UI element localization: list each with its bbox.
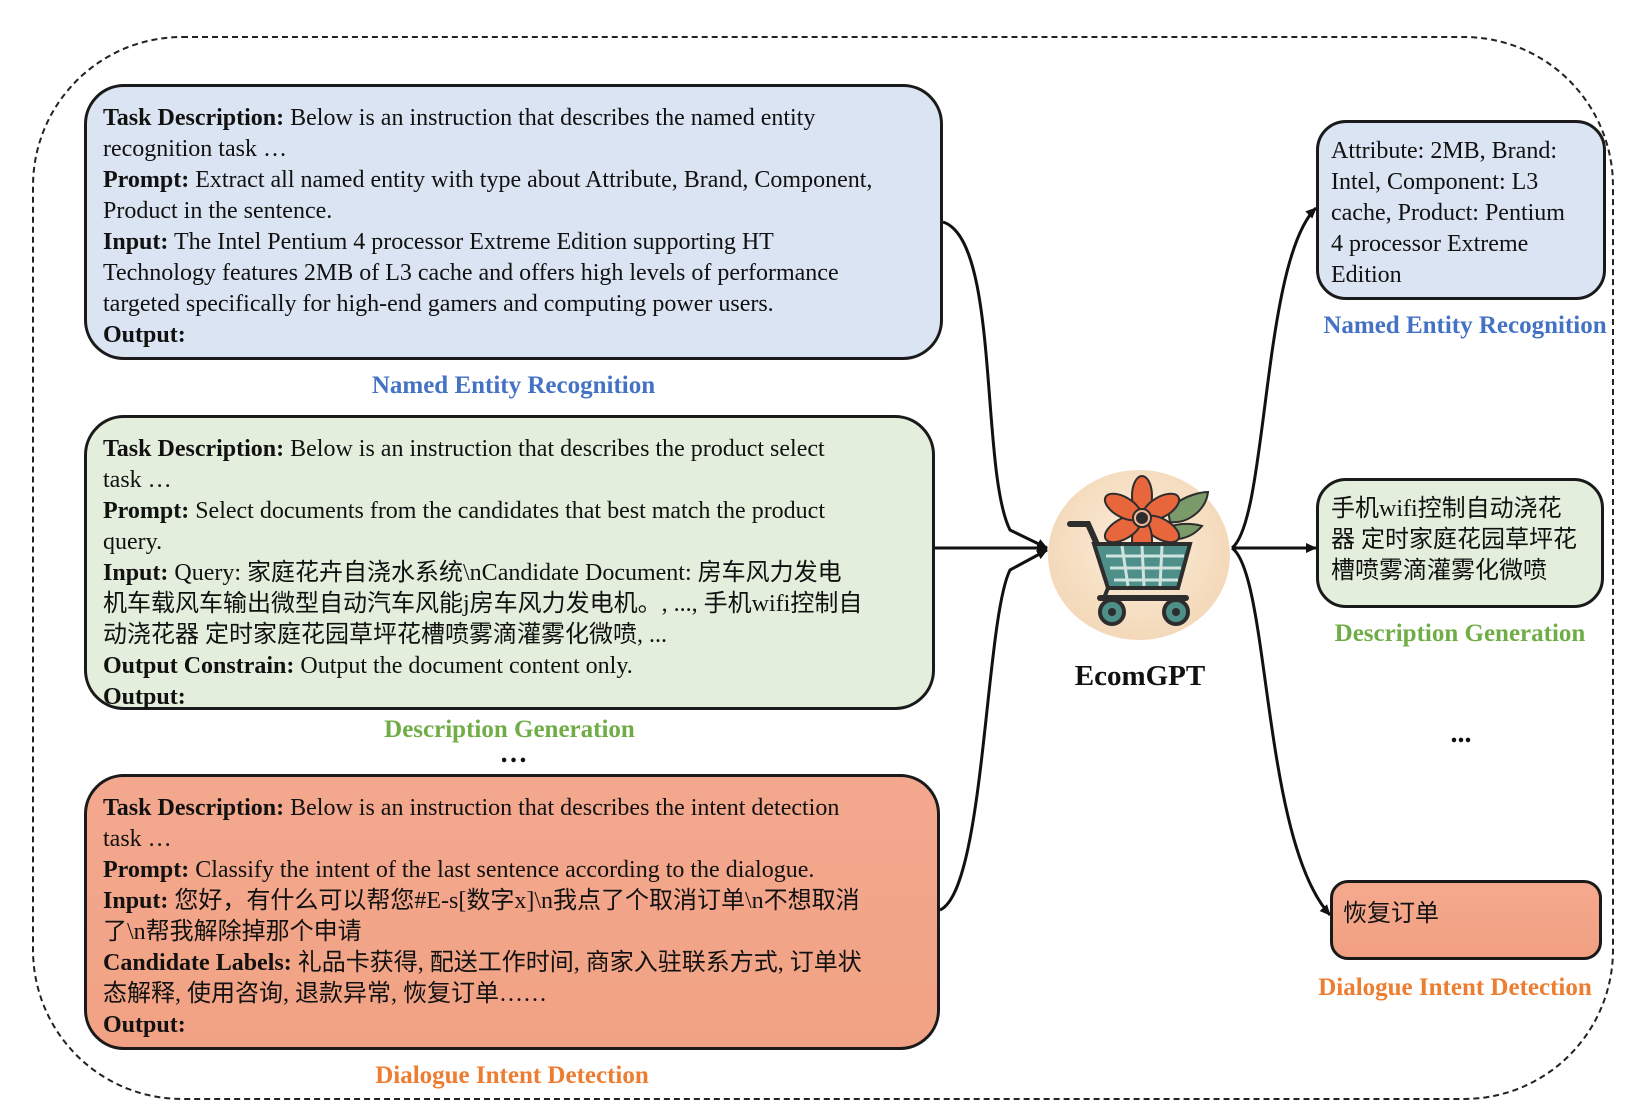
intent-input-caption: Dialogue Intent Detection (375, 1062, 649, 1089)
arrow-intent-to-model (939, 548, 1048, 912)
intent-output-caption: Dialogue Intent Detection (1318, 974, 1592, 1001)
prompt-text-cont: Product in the sentence. (103, 198, 333, 224)
output-label: Output: (103, 322, 186, 348)
ner-output-line: cache, Product: Pentium (1331, 200, 1565, 226)
description-output-caption: Description Generation (1334, 620, 1586, 647)
input-label: Input: (103, 229, 169, 255)
description-output-box: 手机wifi控制自动浇花 器 定时家庭花园草坪花 槽喷雾滴灌雾化微喷 (1316, 478, 1604, 608)
ner-output-caption: Named Entity Recognition (1323, 312, 1607, 339)
prompt-text: Select documents from the candidates tha… (189, 498, 826, 524)
prompt-label: Prompt: (103, 857, 190, 883)
candidate-labels-label: Candidate Labels: (103, 950, 292, 976)
prompt-text: Classify the intent of the last sentence… (189, 857, 815, 883)
ner-output-line: 4 processor Extreme (1331, 231, 1529, 257)
candidate-labels-text: 礼品卡获得, 配送工作时间, 商家入驻联系方式, 订单状 (291, 950, 862, 976)
ecomgpt-logo (1048, 470, 1230, 640)
input-text-cont2: 动浇花器 定时家庭花园草坪花槽喷雾滴灌雾化微喷, ... (103, 622, 667, 648)
input-label: Input: (103, 888, 169, 914)
arrow-ner-to-model (942, 220, 1048, 550)
task-description-label: Task Description: (103, 795, 285, 821)
input-text: 您好，有什么可以帮您#E-s[数字x]\n我点了个取消订单\n不想取消 (168, 888, 860, 914)
ner-output-line: Attribute: 2MB, Brand: (1331, 138, 1557, 164)
task-description-text: Below is an instruction that describes t… (284, 105, 816, 131)
output-ellipsis: ... (1450, 718, 1472, 749)
outer-dashed-frame (32, 36, 1614, 1100)
input-label: Input: (103, 560, 169, 586)
intent-input-box: Task Description: Below is an instructio… (84, 774, 940, 1050)
prompt-text-cont: query. (103, 529, 163, 555)
description-input-caption: Description Generation (384, 716, 635, 743)
prompt-label: Prompt: (103, 498, 190, 524)
arrow-model-to-ner-out (1230, 206, 1318, 550)
input-text-cont: 机车载风车输出微型自动汽车风能j房车风力发电机。, ..., 手机wifi控制自 (103, 591, 863, 617)
candidate-labels-text-cont: 态解释, 使用咨询, 退款异常, 恢复订单…… (103, 981, 547, 1007)
input-text-cont: 了\n帮我解除掉那个申请 (103, 919, 362, 945)
prompt-label: Prompt: (103, 167, 190, 193)
input-text: Query: 家庭花卉自浇水系统\nCandidate Document: 房车… (168, 560, 842, 586)
output-constrain-label: Output Constrain: (103, 653, 295, 679)
intent-output-box: 恢复订单 (1330, 880, 1602, 960)
output-constrain-text: Output the document content only. (294, 653, 633, 679)
ner-input-caption: Named Entity Recognition (371, 372, 656, 399)
input-text-cont: Technology features 2MB of L3 cache and … (103, 260, 839, 286)
task-description-text-cont: task … (103, 826, 172, 852)
ner-input-box: Task Description: Below is an instructio… (84, 84, 943, 360)
description-input-box: Task Description: Below is an instructio… (84, 415, 935, 710)
task-description-text: Below is an instruction that describes t… (284, 436, 825, 462)
description-output-line: 器 定时家庭花园草坪花 (1331, 527, 1577, 553)
ner-output-box: Attribute: 2MB, Brand: Intel, Component:… (1316, 120, 1606, 300)
arrow-model-to-intent-out (1231, 546, 1332, 917)
description-output-line: 手机wifi控制自动浇花 (1331, 496, 1562, 522)
task-description-text-cont: task … (103, 467, 172, 493)
input-text: The Intel Pentium 4 processor Extreme Ed… (168, 229, 774, 255)
task-description-text: Below is an instruction that describes t… (284, 795, 840, 821)
task-description-label: Task Description: (103, 436, 285, 462)
prompt-text: Extract all named entity with type about… (189, 167, 873, 193)
description-output-line: 槽喷雾滴灌雾化微喷 (1331, 558, 1547, 584)
input-text-cont2: targeted specifically for high-end gamer… (103, 291, 774, 317)
intent-output-line: 恢复订单 (1343, 901, 1439, 927)
task-description-label: Task Description: (103, 105, 285, 131)
shopping-cart-flower-icon (1067, 475, 1210, 626)
ner-output-line: Edition (1331, 262, 1402, 288)
model-name: EcomGPT (1074, 660, 1206, 692)
output-label: Output: (103, 1012, 186, 1038)
output-label: Output: (103, 684, 186, 710)
task-description-text-cont: recognition task … (103, 136, 287, 162)
ner-output-line: Intel, Component: L3 (1331, 169, 1539, 195)
input-ellipsis: … (499, 738, 528, 769)
